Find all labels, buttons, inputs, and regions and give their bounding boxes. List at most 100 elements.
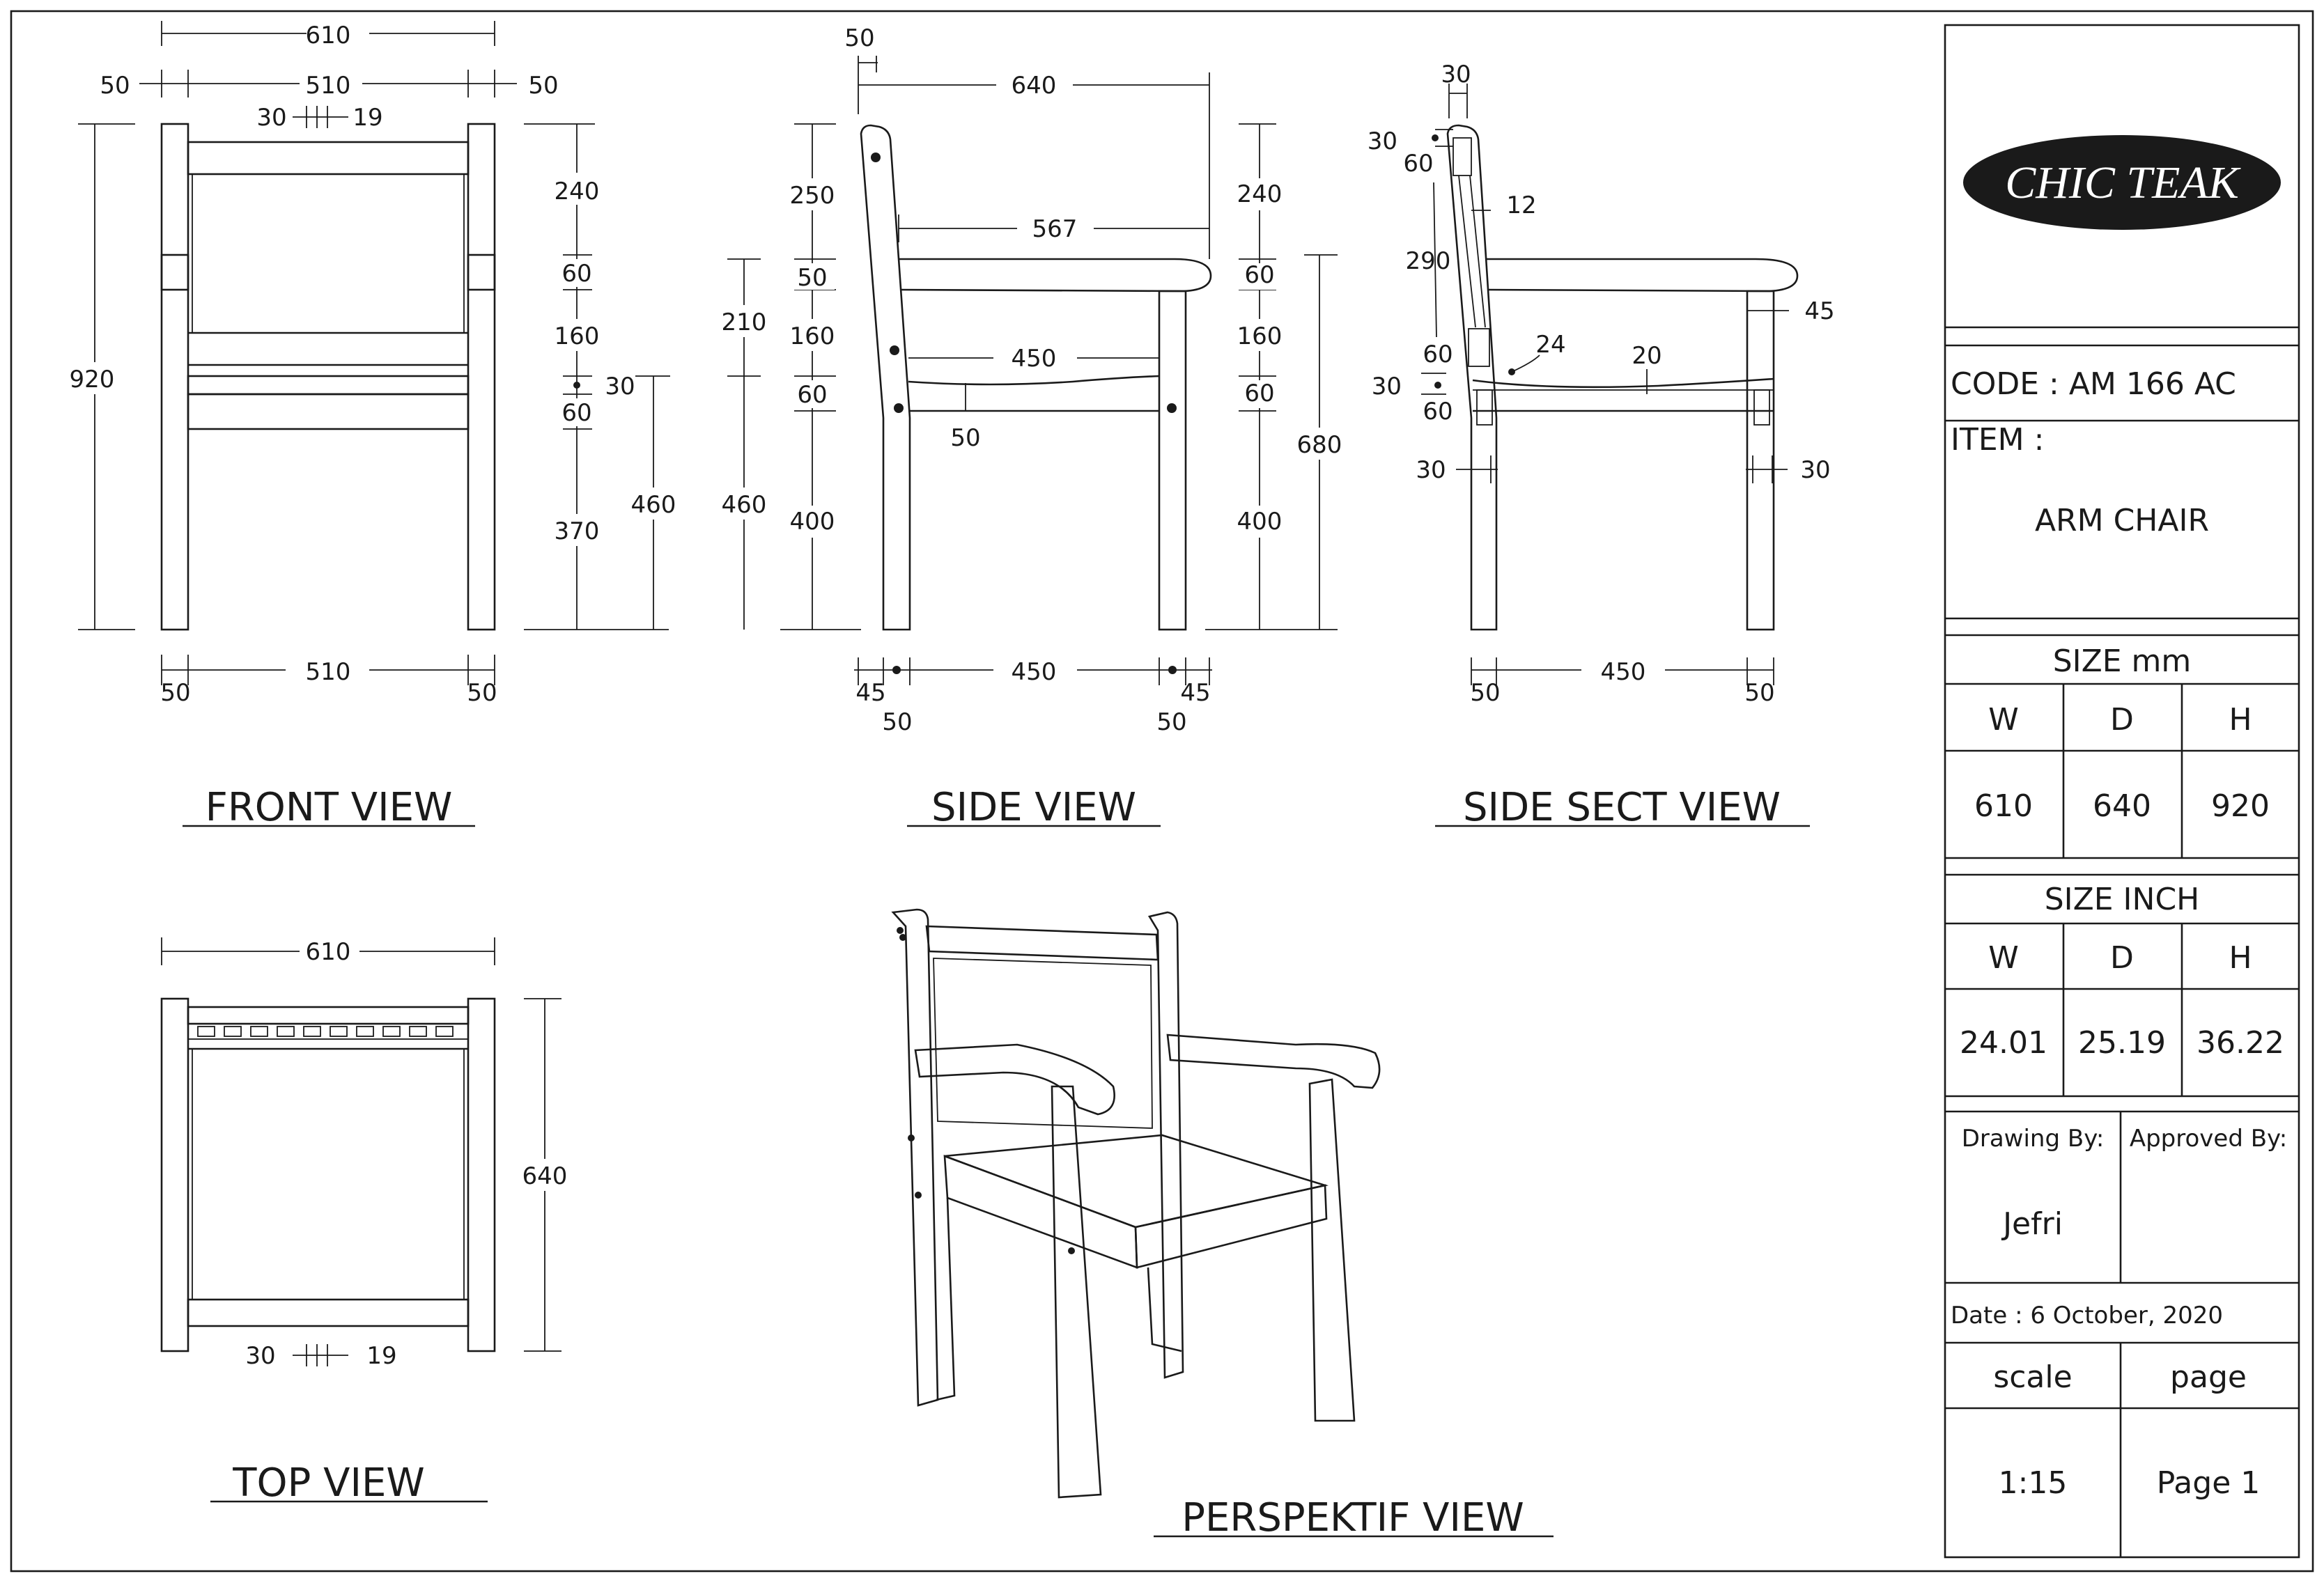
side-dim-r-backrest: 240 bbox=[1237, 180, 1283, 208]
side-dim-r-gap: 160 bbox=[1237, 322, 1283, 350]
front-seat-rail bbox=[187, 375, 470, 396]
front-left-leg bbox=[160, 123, 189, 631]
sect-dim-bottom-left: 50 bbox=[1470, 679, 1500, 707]
sect-dim-l60: 60 bbox=[1403, 150, 1433, 178]
side-dim-arm-gap: 160 bbox=[790, 322, 835, 350]
side-dim-back-top: 250 bbox=[790, 182, 835, 210]
side-dim-r-rail: 60 bbox=[1244, 380, 1274, 407]
top-slat-head bbox=[250, 1026, 268, 1037]
page-label: page bbox=[2170, 1359, 2247, 1395]
sect-dim-bottom-depth: 450 bbox=[1601, 658, 1646, 686]
page-value: Page 1 bbox=[2157, 1465, 2261, 1501]
size-inch-d-label: D bbox=[2110, 940, 2134, 976]
persp-back-left-post bbox=[891, 908, 939, 1407]
side-dim-overall-depth: 640 bbox=[1012, 72, 1057, 100]
side-dim-bottom-left-45: 45 bbox=[855, 679, 885, 707]
side-dim-r-arm: 60 bbox=[1244, 261, 1274, 289]
sect-dim-20: 20 bbox=[1632, 342, 1661, 370]
scale-label: scale bbox=[1993, 1359, 2072, 1395]
side-dim-bottom-depth: 450 bbox=[1012, 658, 1057, 686]
front-dim-seat-height: 460 bbox=[631, 491, 676, 519]
front-arm-right bbox=[467, 254, 496, 291]
persp-seat bbox=[944, 1134, 1329, 1229]
sect-front-leg bbox=[1746, 290, 1775, 631]
top-slat-head bbox=[409, 1026, 427, 1037]
side-dim-overall-arm-height: 680 bbox=[1297, 431, 1342, 459]
drawing-by-label: Drawing By: bbox=[1962, 1125, 2105, 1153]
top-view-title: TOP VIEW bbox=[232, 1460, 424, 1506]
side-dim-bottom-right-45: 45 bbox=[1180, 679, 1210, 707]
side-dim-arm-length: 567 bbox=[1032, 215, 1078, 243]
size-mm-d: 640 bbox=[2093, 788, 2151, 824]
sect-dim-top-30: 30 bbox=[1441, 61, 1471, 88]
sect-dim-l30: 30 bbox=[1368, 127, 1397, 155]
front-dim-height: 920 bbox=[70, 366, 115, 393]
front-dim-leg-height: 370 bbox=[555, 517, 600, 545]
top-slat-head bbox=[224, 1026, 242, 1037]
top-slat-head bbox=[303, 1026, 321, 1037]
top-slat-head bbox=[435, 1026, 454, 1037]
side-dim-bottom-right-50: 50 bbox=[1156, 708, 1186, 736]
top-left-arm bbox=[160, 997, 189, 1352]
sheet-border bbox=[10, 10, 2314, 1573]
logo-badge bbox=[1963, 135, 2281, 230]
perspective-view-title: PERSPEKTIF VIEW bbox=[1182, 1495, 1524, 1541]
side-arm bbox=[899, 258, 1212, 293]
side-front-leg bbox=[1158, 290, 1187, 631]
code-label: CODE : AM 166 AC bbox=[1951, 366, 2236, 402]
side-view: 50 640 567 450 50 250 50 160 60 400 2 bbox=[718, 24, 1346, 830]
persp-left-arm bbox=[914, 1043, 1115, 1116]
front-arm-left bbox=[160, 254, 189, 291]
side-back-leg bbox=[860, 124, 911, 631]
size-inch-d: 25.19 bbox=[2078, 1025, 2166, 1061]
front-view: 610 510 50 50 30 19 920 240 60 160 30 bbox=[67, 18, 680, 830]
item-label: ITEM : bbox=[1951, 422, 2044, 458]
logo-text: CHIC TEAK bbox=[2005, 157, 2241, 208]
front-dim-bottom-leg-right: 50 bbox=[467, 679, 497, 707]
front-dim-upper-rail: 60 bbox=[561, 260, 591, 288]
front-dim-width: 610 bbox=[306, 22, 351, 49]
side-view-title: SIDE VIEW bbox=[931, 785, 1136, 830]
side-dim-r-leg: 400 bbox=[1237, 508, 1283, 536]
sect-dim-l30b: 30 bbox=[1372, 373, 1402, 400]
top-slat-head bbox=[382, 1026, 401, 1037]
persp-back-slats bbox=[933, 958, 1153, 1129]
side-dim-back-thk: 50 bbox=[844, 24, 874, 52]
top-seat-slats bbox=[192, 1048, 465, 1300]
front-dim-seat-thk: 30 bbox=[605, 373, 635, 400]
top-dim-depth: 640 bbox=[522, 1162, 568, 1190]
side-dim-seat-depth: 450 bbox=[1012, 345, 1057, 373]
front-dim-leg-right: 50 bbox=[528, 72, 558, 100]
front-dim-inner: 510 bbox=[306, 72, 351, 100]
front-dim-leg-left: 50 bbox=[100, 72, 130, 100]
front-top-rail bbox=[187, 141, 470, 176]
side-dim-arm-thk: 50 bbox=[797, 264, 827, 292]
front-view-title: FRONT VIEW bbox=[206, 785, 453, 830]
side-dim-seat-height: 460 bbox=[722, 491, 767, 519]
side-dim-rail-thk: 50 bbox=[950, 424, 980, 452]
size-mm-w-label: W bbox=[1988, 702, 2019, 738]
persp-front-left-leg bbox=[1051, 1085, 1102, 1499]
sect-arm bbox=[1485, 258, 1799, 293]
top-slat-head bbox=[277, 1026, 295, 1037]
approved-by-label: Approved By: bbox=[2130, 1125, 2287, 1153]
top-dim-gap: 19 bbox=[366, 1342, 396, 1370]
perspective-view: PERSPEKTIF VIEW bbox=[891, 908, 1554, 1541]
item-value: ARM CHAIR bbox=[2035, 503, 2209, 538]
sect-dim-bottom-right: 50 bbox=[1744, 679, 1774, 707]
top-dim-slat: 30 bbox=[245, 1342, 275, 1370]
sect-dim-24: 24 bbox=[1535, 331, 1565, 359]
size-inch-w-label: W bbox=[1988, 940, 2019, 976]
size-inch-w: 24.01 bbox=[1960, 1025, 2047, 1061]
side-dim-seat-rail: 60 bbox=[797, 381, 827, 409]
side-dim-arm-height: 210 bbox=[722, 309, 767, 336]
drawing-by-name: Jefri bbox=[2001, 1206, 2063, 1242]
side-seat bbox=[908, 375, 1160, 386]
top-right-arm bbox=[467, 997, 496, 1352]
top-slat-head bbox=[330, 1026, 348, 1037]
size-inch-h-label: H bbox=[2229, 940, 2252, 976]
size-mm-h: 920 bbox=[2211, 788, 2270, 824]
front-dim-slat: 30 bbox=[256, 104, 286, 132]
front-dim-back-gap: 160 bbox=[555, 322, 600, 350]
